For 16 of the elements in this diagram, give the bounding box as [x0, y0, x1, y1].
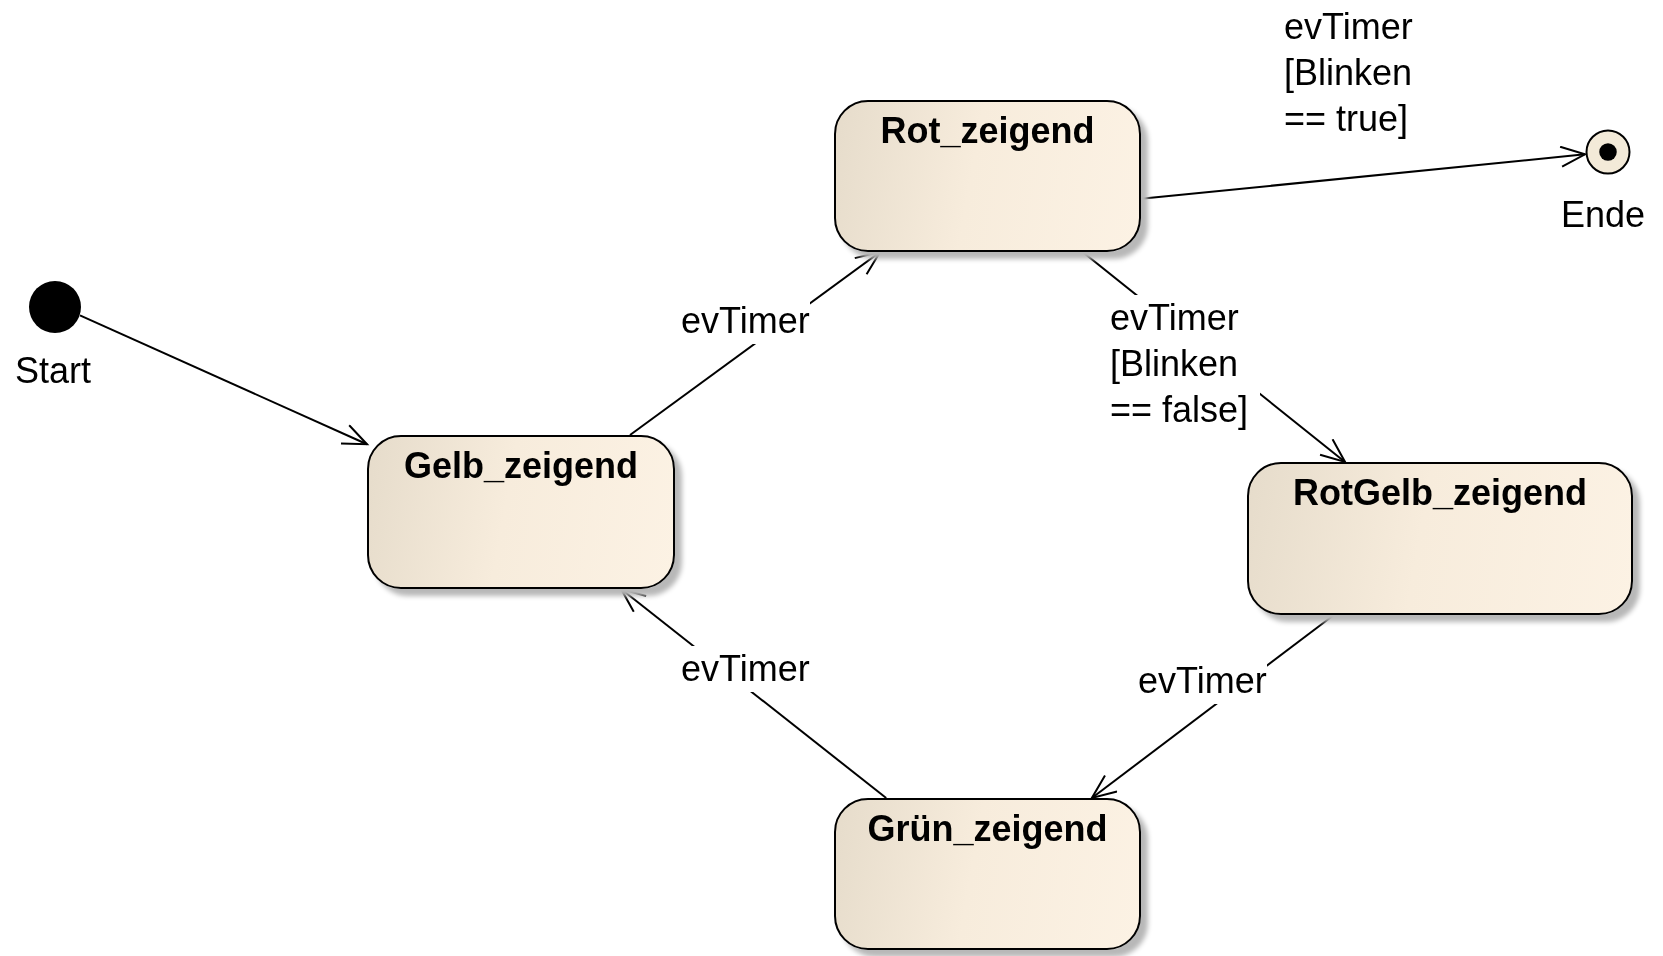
state-box	[834, 100, 1141, 252]
state-caption: Start	[15, 350, 92, 392]
state-box	[367, 435, 675, 589]
state-name: Grün_zeigend	[867, 808, 1108, 850]
final-state	[1585, 129, 1631, 175]
transition-arrow	[1140, 145, 1586, 200]
transition-label: evTimer [Blinken == false]	[1110, 295, 1260, 433]
state-name: Gelb_zeigend	[403, 445, 639, 487]
transition-label: evTimer	[681, 646, 810, 692]
state-box	[1247, 462, 1633, 615]
state-caption: Ende	[1561, 194, 1646, 236]
state-box	[834, 798, 1141, 950]
initial-state	[29, 281, 81, 333]
state-name: RotGelb_zeigend	[1293, 472, 1587, 514]
state-name: Rot_zeigend	[880, 110, 1095, 152]
transition-arrow	[78, 314, 368, 446]
